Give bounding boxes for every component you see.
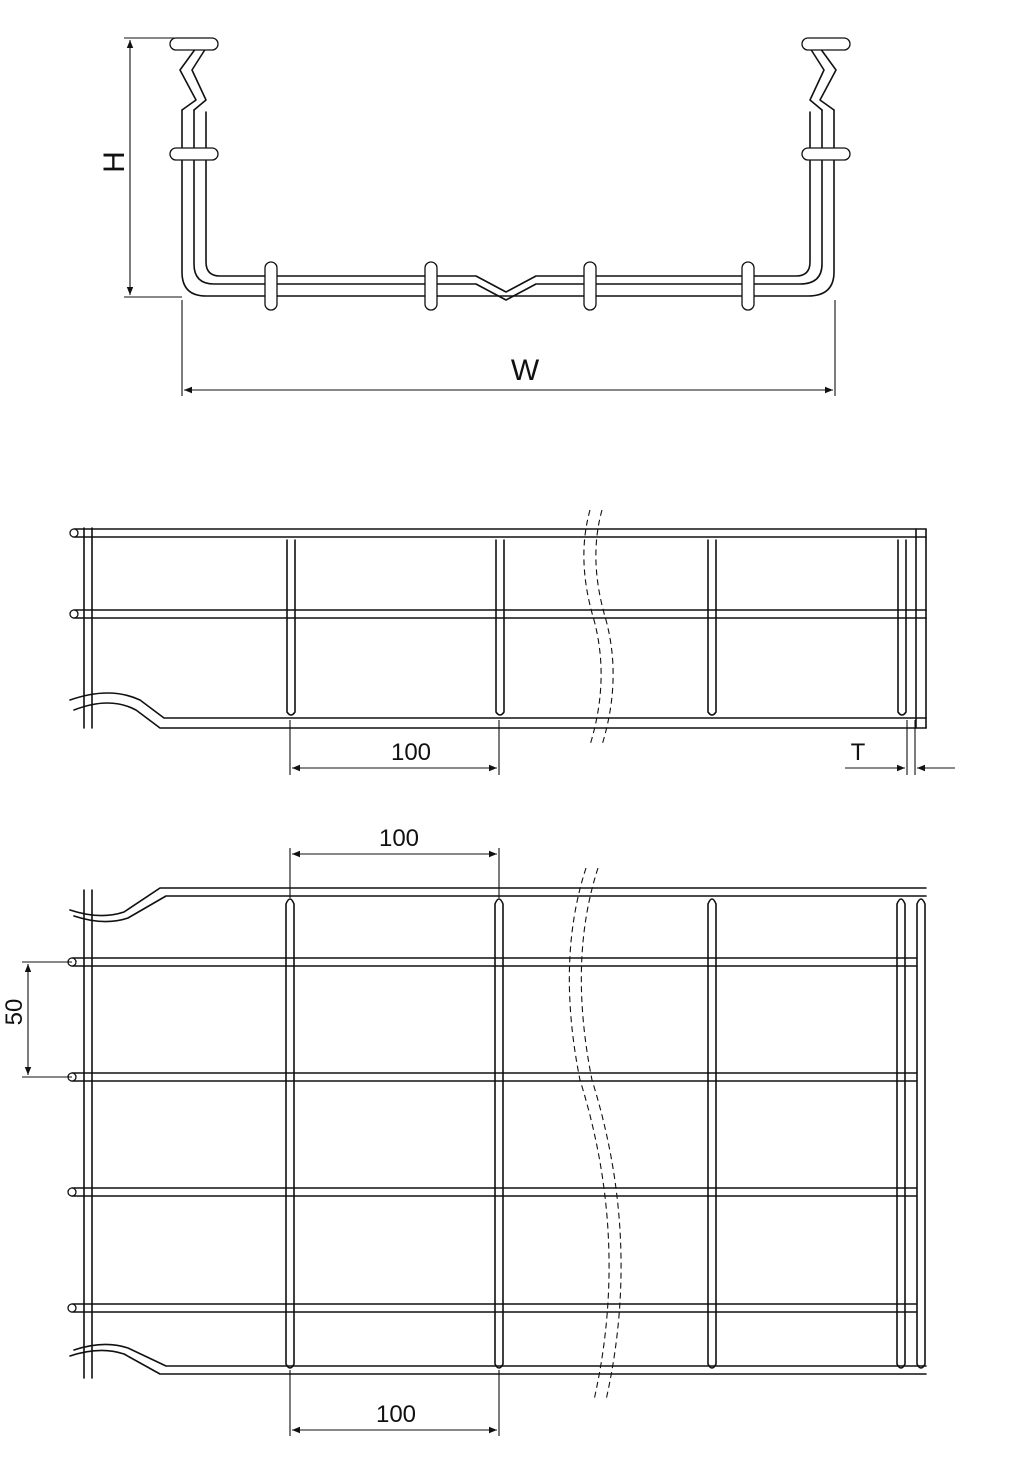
top-view: 100 100 50 [1, 825, 927, 1436]
side-cross-wire-2 [495, 539, 505, 716]
top-row-cap-3 [67, 1187, 77, 1197]
side-cross-wire-1 [286, 539, 296, 716]
tray-profile-outer [181, 109, 835, 297]
top-spacing-label: 100 [379, 825, 419, 852]
top-wire-row-2 [71, 1072, 917, 1082]
top-row-cap-4 [67, 1303, 77, 1313]
side-cap-middle [69, 609, 79, 619]
bottom-cap-1 [264, 261, 278, 311]
right-top-bend [809, 47, 837, 111]
side-spacing-label: 100 [391, 739, 431, 766]
side-right-end [915, 528, 927, 729]
top-wire-edge-top [69, 887, 927, 923]
left-top-bend [179, 47, 207, 111]
top-left-end [83, 889, 93, 1379]
side-left-end [83, 527, 93, 729]
top-wire-edge-bottom [69, 1343, 927, 1375]
top-break-line-1 [568, 867, 610, 1401]
top-break-line-2 [580, 867, 622, 1401]
top-cross-wire-1 [285, 898, 295, 1369]
top-wire-row-3 [71, 1187, 917, 1197]
side-cross-wire-4 [897, 539, 907, 716]
cross-section-view: H W [98, 37, 851, 396]
height-label: H [98, 151, 131, 173]
left-mid-cap [169, 147, 219, 161]
right-mid-cap [801, 147, 851, 161]
top-cross-wire-4 [896, 898, 906, 1369]
bottom-cap-3 [583, 261, 597, 311]
tray-profile-inner2 [205, 111, 811, 293]
side-view: 100 T [69, 509, 955, 775]
top-cross-wire-5 [916, 898, 926, 1369]
tray-profile-inner [193, 109, 823, 301]
bottom-spacing-label: 100 [376, 1401, 416, 1428]
top-cross-wire-2 [494, 898, 504, 1369]
side-cross-wire-3 [707, 539, 717, 716]
side-break-line-2 [595, 509, 614, 746]
side-cap-top [69, 528, 79, 538]
side-wire-bottom [69, 692, 927, 729]
bottom-cap-4 [741, 261, 755, 311]
row-spacing-label: 50 [1, 999, 28, 1026]
top-wire-row-4 [71, 1303, 917, 1313]
side-wire-top [73, 528, 927, 538]
top-cross-wire-3 [707, 898, 717, 1369]
bottom-cap-2 [424, 261, 438, 311]
thickness-label: T [851, 739, 866, 766]
side-break-line-1 [583, 509, 602, 746]
width-label: W [511, 354, 540, 387]
left-top-cap [169, 37, 219, 51]
right-top-cap [801, 37, 851, 51]
side-wire-middle [73, 609, 927, 619]
top-wire-row-1 [71, 957, 917, 967]
